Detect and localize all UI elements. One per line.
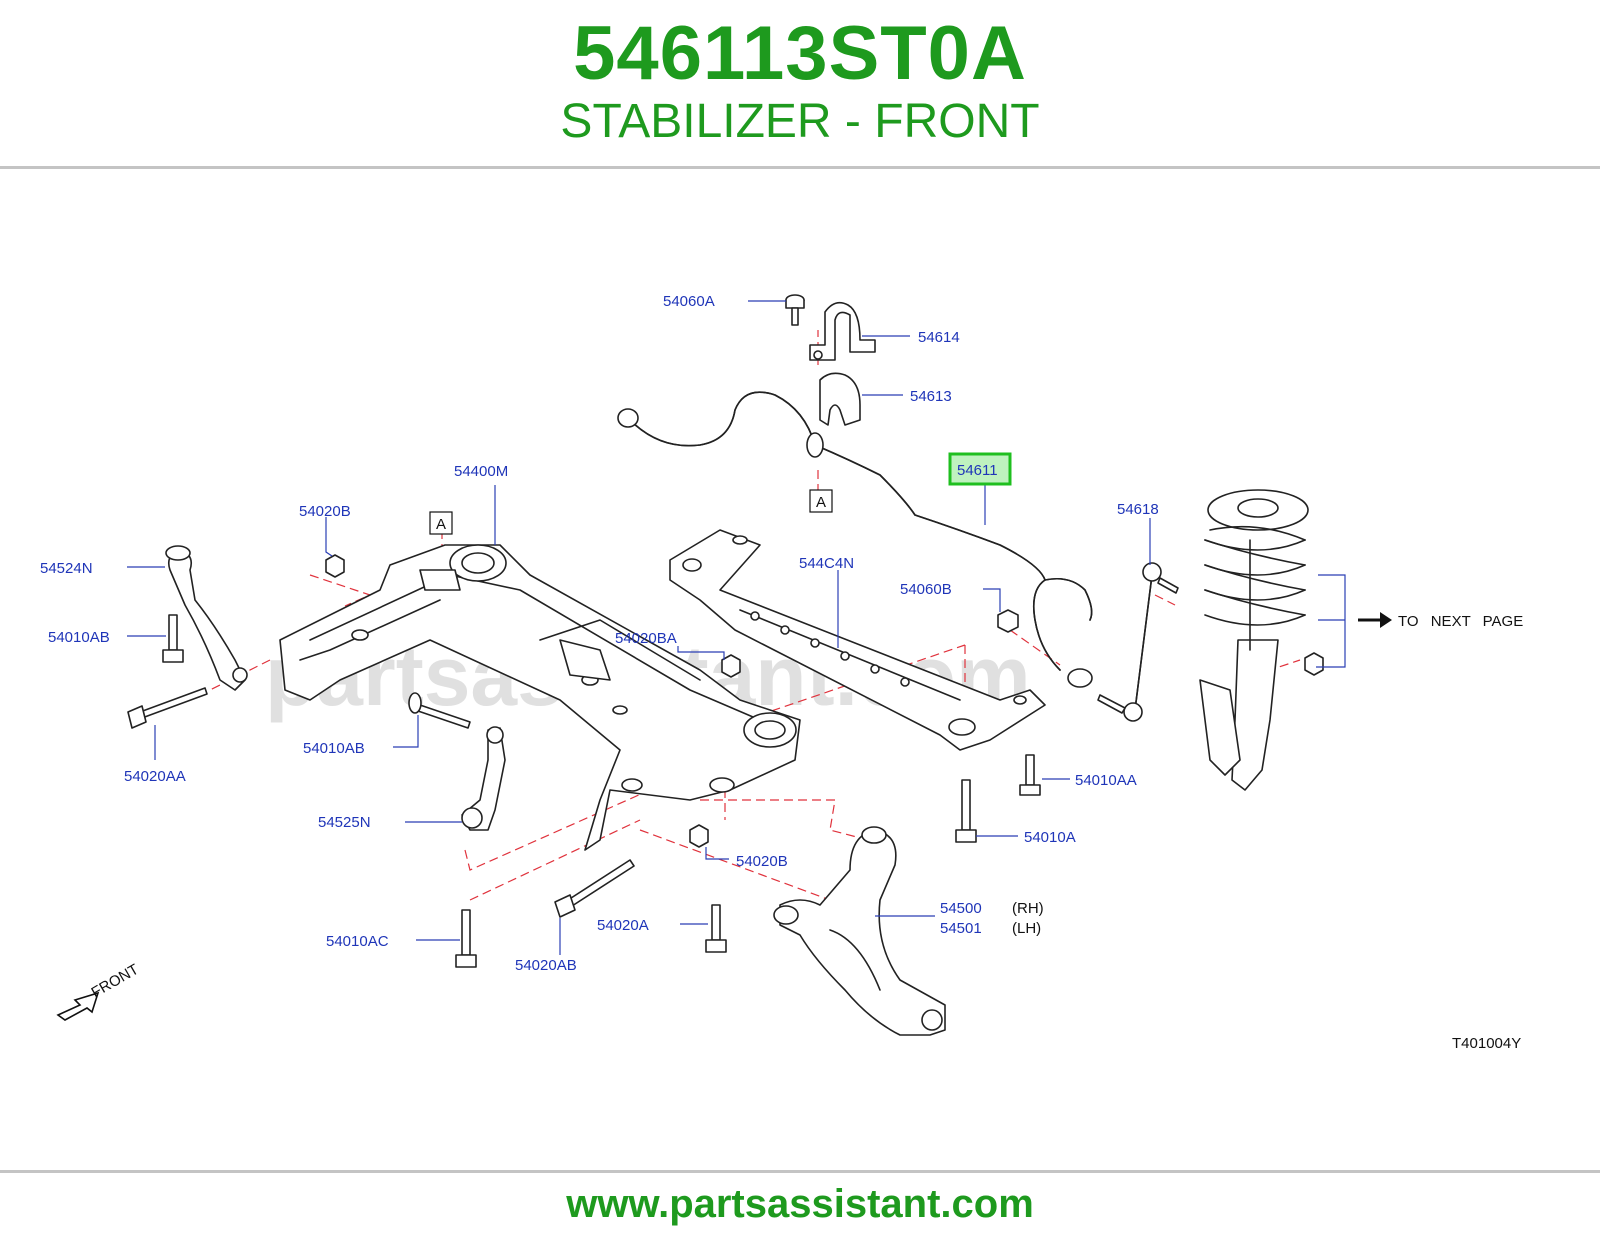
highlight-box-54611 [948,452,1012,486]
callout-54020ba[interactable]: 54020BA [615,630,677,647]
header-divider [0,166,1600,169]
callout-54060a[interactable]: 54060A [663,293,715,310]
bolt-54010a [955,779,977,843]
to-next-page[interactable]: TO NEXT PAGE [1358,612,1523,630]
bolt-54020ab [554,859,635,918]
ref-box-a-lower [429,511,453,535]
front-direction-indicator: FRONT [56,961,142,1021]
nut-54020ba [721,654,741,678]
link-arm-54524n [165,545,248,691]
stabilizer-link-54618 [1097,562,1179,722]
ref-mark-a-lower: A [436,516,446,533]
link-arm-54525n [461,726,506,831]
callout-labels: 54060A 54614 54613 54611 54400M 54020B 5… [40,293,1159,974]
part-number-title: 546113ST0A [573,11,1027,96]
callout-54060b[interactable]: 54060B [900,581,952,598]
clamp-bracket-54614 [809,301,876,361]
to-next-page-label: TO NEXT PAGE [1398,613,1523,630]
leader-lines [127,300,1346,955]
side-label-lh: (LH) [1012,920,1041,937]
nut-strut [1304,652,1324,676]
callout-54400m[interactable]: 54400M [454,463,508,480]
callout-54618[interactable]: 54618 [1117,501,1159,518]
callout-544c4n[interactable]: 544C4N [799,555,854,572]
bolt-54060a [785,294,805,326]
bushing-54613 [819,372,861,426]
callout-54020a[interactable]: 54020A [597,917,649,934]
callout-54020aa[interactable]: 54020AA [124,768,186,785]
callout-54020b-lower[interactable]: 54020B [736,853,788,870]
ref-mark-a-upper: A [816,494,826,511]
drawing-code: T401004Y [1452,1035,1521,1052]
footer-divider [0,1170,1600,1173]
callout-54613[interactable]: 54613 [910,388,952,405]
website-url[interactable]: www.partsassistant.com [566,1182,1034,1226]
stabilizer-bar-54611 [617,391,1093,688]
callout-54010ac[interactable]: 54010AC [326,933,389,950]
bolt-54020aa [127,687,208,729]
bolt-54010aa [1019,754,1041,796]
callout-54020ab[interactable]: 54020AB [515,957,577,974]
front-arrow-icon [56,991,100,1021]
callout-54611[interactable]: 54611 [957,462,998,479]
arrow-head-icon [1380,612,1392,628]
bolt-54020a [705,904,727,953]
part-name-subtitle: STABILIZER - FRONT [560,95,1040,148]
reinforcement-544c4n [669,529,1046,751]
callout-54524n[interactable]: 54524N [40,560,93,577]
lower-control-arm-54500 [773,826,946,1036]
ref-box-a-upper [809,489,833,513]
callout-54020b-upper[interactable]: 54020B [299,503,351,520]
callout-54010ab-upper[interactable]: 54010AB [48,629,110,646]
front-label: FRONT [89,961,142,1002]
callout-54010a[interactable]: 54010A [1024,829,1076,846]
strut-assembly [1199,489,1309,791]
callout-54614[interactable]: 54614 [918,329,960,346]
callout-54501[interactable]: 54501 [940,920,982,937]
nut-54060b [997,609,1019,633]
side-label-rh: (RH) [1012,900,1044,917]
callout-54500[interactable]: 54500 [940,900,982,917]
bolt-54010ab-upper [162,614,184,663]
bolt-54010ab-lower [408,692,471,729]
callout-54525n[interactable]: 54525N [318,814,371,831]
sub-frame-54400m [279,544,801,851]
bolt-54010ac [455,909,477,968]
nut-54020b-upper [325,554,345,578]
callout-54010aa[interactable]: 54010AA [1075,772,1137,789]
nut-54020b-lower [689,824,709,848]
callout-54010ab-lower[interactable]: 54010AB [303,740,365,757]
